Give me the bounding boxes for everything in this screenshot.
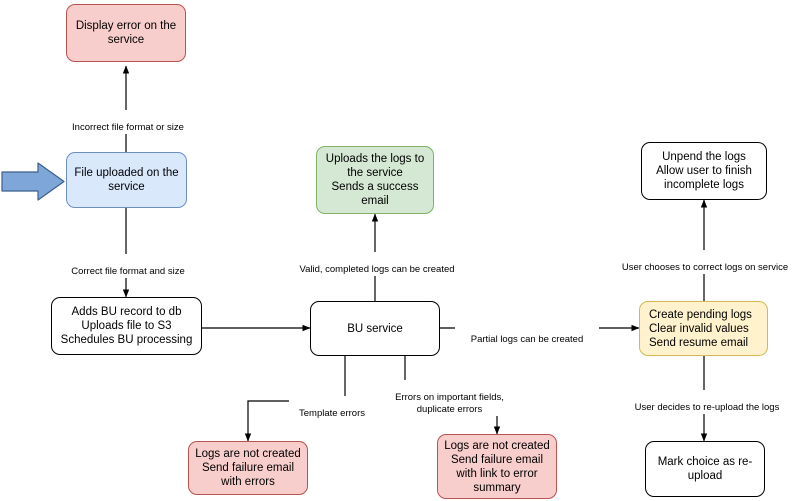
node-create-pending-logs-label: Create pending logs Clear invalid values… [649, 308, 752, 349]
node-display-error[interactable]: Display error on the service [66, 4, 186, 62]
node-mark-choice-label: Mark choice as re- upload [657, 456, 753, 482]
entry-arrow-icon [1, 162, 65, 201]
edge-label-incorrect-format: Incorrect file format or size [56, 110, 200, 134]
edge-label-user-reupload-text: User decides to re-upload the logs [634, 402, 780, 413]
node-logs-not-created-fields[interactable]: Logs are not created Send failure email … [437, 434, 557, 499]
node-uploads-logs-label: Uploads the logs to the service Sends a … [325, 153, 425, 207]
node-file-uploaded-label: File uploaded on the service [74, 167, 179, 193]
node-unpend-logs-label: Unpend the logs Allow user to finish inc… [656, 151, 752, 191]
edge-label-user-reupload: User decides to re-upload the logs [619, 390, 795, 414]
edge-label-user-corrects: User chooses to correct logs on service [605, 250, 801, 274]
node-mark-choice[interactable]: Mark choice as re- upload [645, 441, 765, 497]
node-adds-bu-record[interactable]: Adds BU record to db Uploads file to S3 … [51, 297, 202, 355]
node-logs-not-created-fields-label: Logs are not created Send failure email … [444, 439, 550, 494]
node-bu-service[interactable]: BU service [310, 301, 440, 356]
node-logs-not-created-template[interactable]: Logs are not created Send failure email … [188, 441, 308, 495]
edge-label-errors-important-text: Errors on important fields, duplicate er… [395, 392, 504, 415]
node-unpend-logs[interactable]: Unpend the logs Allow user to finish inc… [641, 142, 767, 200]
edge-label-valid-completed-text: Valid, completed logs can be created [299, 264, 455, 275]
edge-label-user-corrects-text: User chooses to correct logs on service [621, 262, 789, 273]
node-logs-not-created-template-label: Logs are not created Send failure email … [195, 448, 301, 488]
edge-label-partial-logs: Partial logs can be created [455, 322, 599, 346]
edge-label-errors-important: Errors on important fields, duplicate er… [391, 380, 508, 416]
edge-label-template-errors-text: Template errors [299, 408, 365, 419]
edge-label-correct-format: Correct file format and size [57, 254, 199, 278]
edge-label-partial-logs-text: Partial logs can be created [470, 334, 584, 345]
node-create-pending-logs[interactable]: Create pending logs Clear invalid values… [639, 301, 768, 356]
edge-label-incorrect-format-text: Incorrect file format or size [72, 122, 184, 133]
node-adds-bu-record-label: Adds BU record to db Uploads file to S3 … [60, 306, 193, 346]
node-uploads-logs[interactable]: Uploads the logs to the service Sends a … [316, 146, 434, 214]
edge-label-correct-format-text: Correct file format and size [71, 266, 185, 277]
node-display-error-label: Display error on the service [75, 20, 177, 46]
edge-label-valid-completed: Valid, completed logs can be created [281, 252, 473, 276]
node-bu-service-label: BU service [347, 322, 403, 335]
edge-label-template-errors: Template errors [289, 396, 375, 420]
node-file-uploaded[interactable]: File uploaded on the service [66, 152, 187, 208]
